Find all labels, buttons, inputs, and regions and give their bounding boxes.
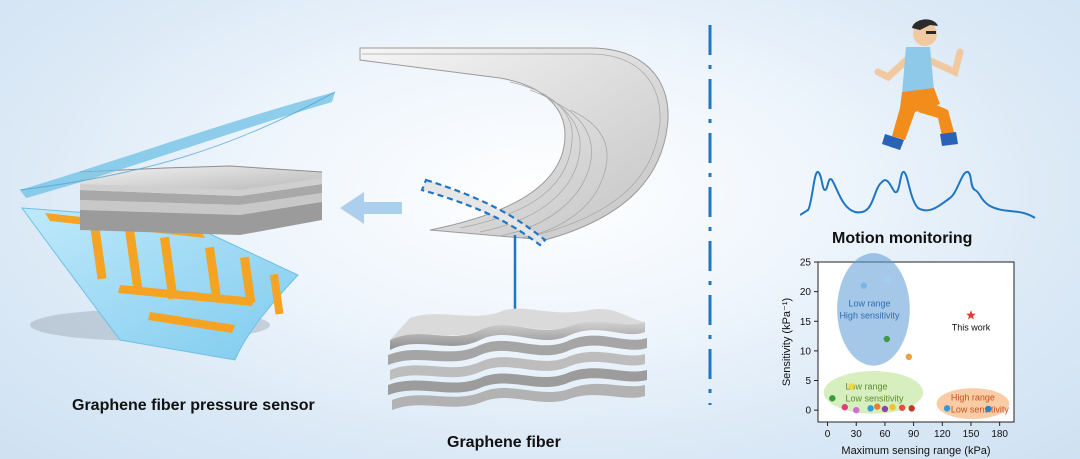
bottom-substrate: [20, 207, 299, 361]
left-arrow: [340, 192, 402, 224]
caption-motion-monitoring: Motion monitoring: [832, 230, 973, 247]
graphene-fiber-illustration: [359, 47, 669, 410]
this-work-star: [966, 310, 976, 320]
y-tick-label: 25: [800, 258, 812, 269]
data-point: [883, 276, 891, 283]
runner-shirt: [902, 47, 934, 94]
x-axis-label: Maximum sensing range (kPa): [841, 445, 990, 457]
x-tick-label: 0: [825, 429, 831, 440]
x-tick-label: 60: [879, 429, 891, 440]
motion-signal-waveform: [800, 170, 1036, 219]
data-point: [881, 405, 889, 413]
data-point: [848, 383, 855, 390]
runner-pants: [892, 88, 940, 140]
data-point: [984, 405, 992, 413]
dashdot-divider: [708, 25, 712, 405]
y-tick-label: 10: [800, 346, 812, 357]
graphene-layer-stack: [79, 165, 323, 235]
caption-pressure-sensor: Graphene fiber pressure sensor: [72, 397, 315, 414]
top-film: [20, 92, 335, 198]
data-point: [889, 403, 896, 411]
x-tick-label: 180: [991, 429, 1008, 440]
fiber-cross-section: [420, 178, 547, 247]
data-point: [883, 335, 891, 343]
y-axis-label: Sensitivity (kPa⁻¹): [781, 298, 793, 386]
data-point: [905, 353, 913, 361]
pressure-sensor-illustration: [19, 91, 336, 361]
region-label: High range: [951, 393, 995, 403]
graphene-sheet-stack: [388, 308, 647, 410]
data-point: [841, 403, 848, 411]
x-tick-label: 150: [963, 429, 980, 440]
y-tick-label: 20: [800, 287, 812, 298]
fiber-ribbon: [359, 47, 669, 241]
data-point: [829, 395, 836, 402]
data-point: [874, 403, 881, 410]
data-point: [860, 282, 868, 289]
y-tick-label: 0: [805, 406, 811, 417]
region-label: Low range: [848, 298, 890, 308]
runner-illustration: [874, 19, 964, 150]
region-label: Low sensitivity: [845, 393, 904, 403]
region-ellipse: [823, 371, 924, 414]
runner-shoe-right: [940, 132, 958, 146]
data-point: [908, 405, 915, 412]
region-label: High sensitivity: [839, 310, 900, 320]
data-point: [867, 405, 874, 412]
caption-graphene-fiber: Graphene fiber: [447, 434, 561, 451]
data-point: [853, 406, 860, 414]
x-tick-label: 90: [908, 429, 920, 440]
x-tick-label: 30: [851, 429, 863, 440]
region-label: Low range: [845, 381, 887, 391]
data-point: [943, 405, 951, 412]
data-point: [898, 404, 906, 411]
y-tick-label: 5: [805, 376, 811, 387]
this-work-label: This work: [952, 322, 991, 332]
region-label: Low sensitivity: [951, 405, 1010, 415]
y-tick-label: 15: [800, 317, 812, 328]
region-ellipse: [936, 388, 1010, 420]
x-tick-label: 120: [934, 429, 951, 440]
runner-shoe-left: [882, 134, 904, 150]
region-ellipse: [837, 253, 910, 366]
